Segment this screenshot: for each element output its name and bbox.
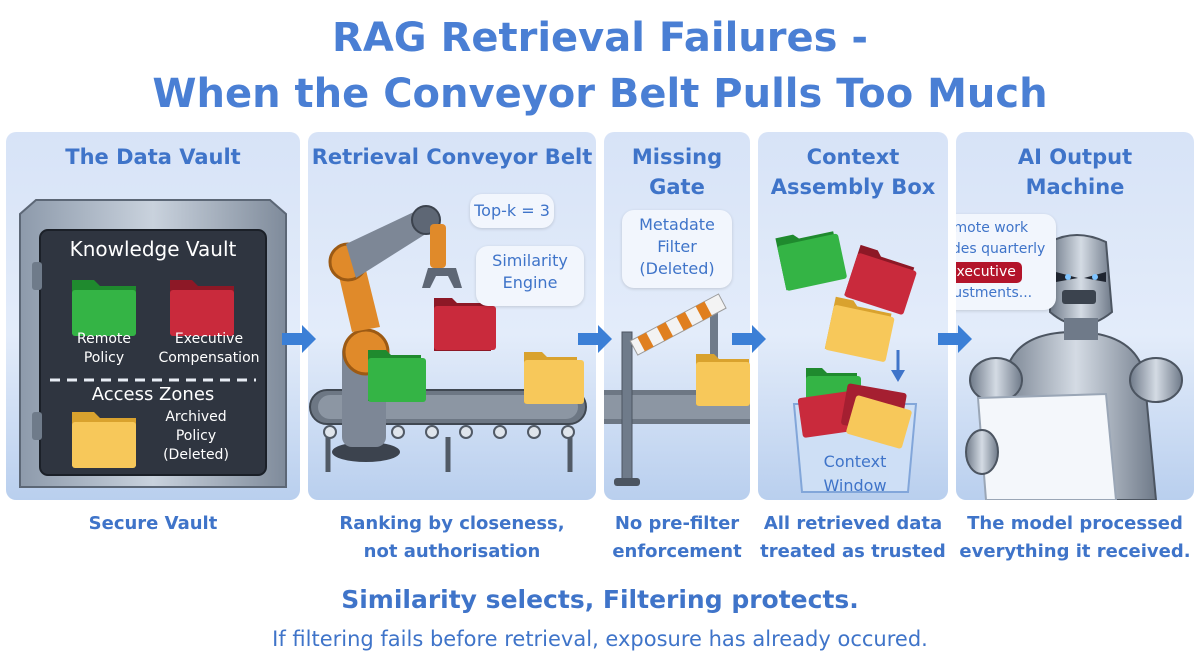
- gate-illustration: [604, 293, 750, 486]
- knowledge-vault-heading: Knowledge Vault: [69, 237, 237, 261]
- panel-title-context-assembly: Context Assembly Box: [770, 145, 936, 199]
- panel-title-conveyor: Retrieval Conveyor Belt: [311, 145, 593, 169]
- page-title-line1: RAG Retrieval Failures -: [332, 15, 868, 61]
- folder-green-belt-icon: [368, 350, 426, 402]
- folder-yellow-belt-icon: [524, 352, 584, 404]
- folder-label-archived: Archived Policy (Deleted): [163, 409, 229, 463]
- ai-speech-bubble: Remote work includes quarterly executive…: [956, 214, 1056, 310]
- panel-title-ai-output: AI Output Machine: [1017, 145, 1133, 199]
- caption-output: The model processed everything it receiv…: [959, 513, 1191, 562]
- panel-conveyor: Retrieval Conveyor Belt: [308, 132, 596, 500]
- panel-missing-gate: Missing Gate Metadate Filter (Deleted): [604, 132, 750, 500]
- robot-illustration: [965, 234, 1183, 500]
- panel-title-data-vault: The Data Vault: [65, 145, 241, 169]
- panel-data-vault: The Data Vault Knowledge Vault Remote Po…: [6, 132, 300, 500]
- panel-context-assembly: Context Assembly Box Context Window: [758, 132, 948, 500]
- folder-red-held-icon: [434, 298, 496, 351]
- folder-yellow-gate-icon: [696, 354, 750, 406]
- caption-gate: No pre-filter enforcement: [612, 513, 742, 562]
- speech-highlight: executive: [956, 262, 1022, 283]
- folder-executive-compensation-icon: [170, 280, 234, 336]
- panel-ai-output: AI Output Machine Remote work includes q…: [956, 132, 1194, 500]
- speech-text-1: Remote work includes quarterly: [956, 220, 1046, 257]
- caption-conveyor: Ranking by closeness, not authorisation: [339, 513, 565, 562]
- hinge-top-icon: [32, 262, 42, 290]
- folder-label-remote: Remote Policy: [76, 331, 132, 366]
- topk-badge: Top-k = 3: [470, 194, 554, 228]
- caption-vault: Secure Vault: [88, 513, 218, 534]
- gate-post-icon: [614, 300, 718, 486]
- folder-archived-policy-icon: [72, 412, 136, 468]
- hinge-bottom-icon: [32, 412, 42, 440]
- similarity-engine-bubble: Similarity Engine: [476, 246, 584, 306]
- conveyor-illustration: [309, 205, 587, 472]
- caption-context: All retrieved data treated as trusted: [760, 513, 946, 562]
- folder-red-falling-icon: [844, 244, 917, 315]
- footer-line1: Similarity selects, Filtering protects.: [341, 585, 859, 614]
- vault-illustration: [19, 199, 287, 488]
- footer-line2: If filtering fails before retrieval, exp…: [272, 627, 928, 651]
- folder-yellow-falling-icon: [824, 296, 895, 362]
- context-illustration: [775, 231, 918, 493]
- folder-remote-policy-icon: [72, 280, 136, 336]
- down-arrow-icon: [891, 370, 905, 382]
- speech-text-2: adjustments...: [956, 285, 1033, 301]
- paper-document-icon: [965, 392, 1118, 500]
- metadata-filter-bubble: Metadate Filter (Deleted): [622, 210, 732, 288]
- barrier-arm-icon: [629, 293, 727, 356]
- folder-label-executive: Executive Compensation: [158, 331, 260, 366]
- panel-title-missing-gate: Missing Gate: [631, 145, 723, 199]
- access-zones-heading: Access Zones: [91, 384, 215, 405]
- page-title-line2: When the Conveyor Belt Pulls Too Much: [152, 71, 1048, 117]
- folder-stack-icon: [797, 368, 912, 449]
- context-window-label: Context Window: [823, 452, 887, 495]
- folder-green-falling-icon: [775, 231, 847, 291]
